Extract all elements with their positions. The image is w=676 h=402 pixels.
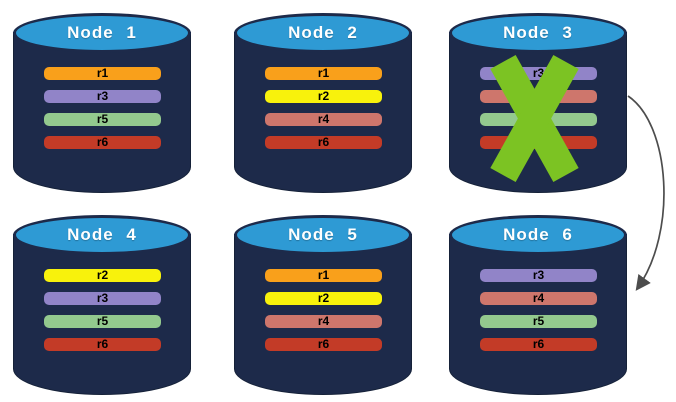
replica-label: r3	[532, 66, 545, 80]
cylinder-top: Node 6	[449, 215, 627, 255]
replica-label: r6	[317, 135, 330, 149]
replica-label: r1	[317, 268, 330, 282]
replica-bar: r6	[265, 136, 382, 149]
replica-label: r5	[96, 314, 109, 328]
replica-bar: r5	[44, 113, 161, 126]
replica-bar: r1	[265, 67, 382, 80]
replica-label: r1	[317, 66, 330, 80]
failure-x-icon	[490, 54, 579, 183]
node-3: Node 3 r3 r4 r5 r6	[449, 12, 627, 196]
replica-bar: r2	[44, 269, 161, 282]
replica-bars: r1 r2 r4 r6	[265, 67, 382, 159]
cylinder-body	[13, 32, 191, 193]
replica-label: r6	[96, 135, 109, 149]
cylinder-top: Node 2	[234, 13, 412, 53]
cylinder-body	[234, 32, 412, 193]
replica-bar: r2	[265, 90, 382, 103]
cylinder-top: Node 4	[13, 215, 191, 255]
node-2: Node 2 r1 r2 r4 r6	[234, 12, 412, 196]
replica-label: r6	[317, 337, 330, 351]
replica-label: r2	[317, 291, 330, 305]
replica-label: r4	[532, 291, 545, 305]
replica-bar: r1	[44, 67, 161, 80]
cylinder-top: Node 3	[449, 13, 627, 53]
node-title: Node 5	[288, 225, 358, 244]
replica-label: r4	[317, 112, 330, 126]
cylinder-top: Node 5	[234, 215, 412, 255]
replica-bar: r6	[480, 338, 597, 351]
replica-label: r6	[532, 337, 545, 351]
replica-bar: r6	[44, 136, 161, 149]
replica-bar: r6	[44, 338, 161, 351]
replica-label: r2	[96, 268, 109, 282]
replica-label: r4	[317, 314, 330, 328]
node-6: Node 6 r3 r4 r5 r6	[449, 214, 627, 398]
replica-bar: r4	[265, 315, 382, 328]
node-title: Node 1	[67, 23, 137, 42]
replica-bars: r2 r3 r5 r6	[44, 269, 161, 361]
replica-bar: r3	[44, 90, 161, 103]
replica-label: r3	[532, 268, 545, 282]
replica-bar: r3	[480, 269, 597, 282]
node-4: Node 4 r2 r3 r5 r6	[13, 214, 191, 398]
replica-label: r5	[96, 112, 109, 126]
replica-label: r3	[96, 89, 109, 103]
arrow-path	[627, 95, 665, 291]
replica-bars: r3 r4 r5 r6	[480, 269, 597, 361]
node-title: Node 2	[288, 23, 358, 42]
replica-bar: r3	[44, 292, 161, 305]
replica-bars: r1 r2 r4 r6	[265, 269, 382, 361]
replica-label: r2	[317, 89, 330, 103]
replica-label: r3	[96, 291, 109, 305]
node-title: Node 3	[503, 23, 573, 42]
node-title: Node 6	[503, 225, 573, 244]
cylinder-top: Node 1	[13, 13, 191, 53]
replica-bar: r6	[265, 338, 382, 351]
node-1: Node 1 r1 r3 r5 r6	[13, 12, 191, 196]
replica-label: r5	[532, 314, 545, 328]
replica-bar: r5	[44, 315, 161, 328]
node-5: Node 5 r1 r2 r4 r6	[234, 214, 412, 398]
replica-label: r6	[96, 337, 109, 351]
replica-bar: r2	[265, 292, 382, 305]
replica-bar: r4	[265, 113, 382, 126]
replica-bar: r1	[265, 269, 382, 282]
x-stroke	[490, 54, 579, 183]
replica-bar: r5	[480, 315, 597, 328]
node-title: Node 4	[67, 225, 137, 244]
cylinder-body	[449, 234, 627, 395]
replica-bar: r4	[480, 292, 597, 305]
replica-label: r1	[96, 66, 109, 80]
replica-bars: r1 r3 r5 r6	[44, 67, 161, 159]
